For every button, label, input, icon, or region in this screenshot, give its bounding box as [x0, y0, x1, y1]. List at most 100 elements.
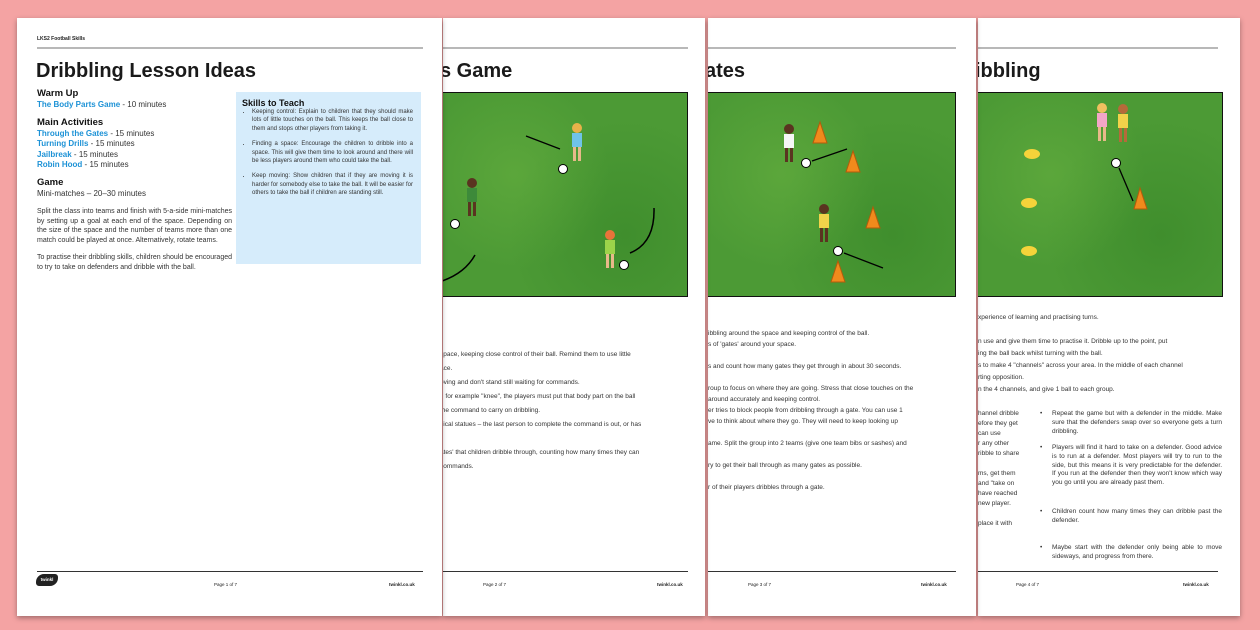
- instruction-line: can use: [978, 430, 1001, 437]
- activity-time: - 15 minutes: [108, 129, 155, 139]
- instruction-line: commands.: [443, 463, 474, 470]
- page-title: ates: [708, 60, 746, 82]
- footer-rule: [978, 571, 1218, 572]
- instruction-line: around accurately and keeping control.: [708, 396, 821, 403]
- worksheet-page-4: ibbling xperience of learning and practi…: [978, 18, 1240, 616]
- instruction-line: ribble to share: [978, 450, 1020, 457]
- main-activities-heading: Main Activities: [37, 116, 104, 128]
- instruction-line: the command to carry on dribbling.: [443, 407, 541, 414]
- marker-icon: [1021, 246, 1037, 256]
- ball-icon: [558, 164, 568, 174]
- instruction-line: ibbling around the space and keeping con…: [708, 330, 870, 337]
- instruction-line: er tries to block people from dribbling …: [708, 407, 903, 414]
- footer-page-number: Page 3 of 7: [748, 582, 772, 587]
- activity-link[interactable]: Through the Gates: [37, 129, 109, 139]
- instruction-line: ace.: [443, 365, 453, 372]
- warmup-item: The Body Parts Game - 10 minutes: [37, 100, 232, 110]
- worksheet-page-1: LKS2 Football Skills Dribbling Lesson Id…: [17, 18, 442, 616]
- instruction-line: s and count how many gates they get thro…: [708, 363, 902, 370]
- cone-icon: [812, 120, 828, 144]
- skills-heading: Skills to Teach: [242, 98, 305, 108]
- instruction-line: sical statues – the last person to compl…: [443, 421, 642, 428]
- header-rule: [978, 47, 1218, 49]
- instruction-line: s of 'gates' around your space.: [708, 341, 797, 348]
- player-icon: [572, 123, 582, 161]
- activity-item: Turning Drills - 15 minutes: [37, 139, 232, 149]
- skill-item: Keeping control: Explain to children tha…: [252, 108, 413, 133]
- instruction-line: n the 4 channels, and give 1 ball to eac…: [978, 386, 1115, 393]
- activity-time: - 15 minutes: [88, 139, 135, 149]
- instruction-line: n use and give them time to practise it.…: [978, 338, 1168, 345]
- warmup-time: - 10 minutes: [120, 100, 167, 110]
- pitch-illustration: [978, 92, 1223, 297]
- instruction-line: ry to get their ball through as many gat…: [708, 462, 862, 469]
- activity-time: - 15 minutes: [82, 160, 129, 170]
- player-icon: [819, 204, 829, 242]
- skill-item: Finding a space: Encourage the children …: [252, 140, 413, 165]
- arrow-icon: [443, 254, 476, 282]
- cone-icon: [865, 205, 881, 229]
- bullet-item: Players will find it hard to take on a d…: [1052, 444, 1222, 487]
- ball-icon: [801, 158, 811, 168]
- footer-url: twinkl.co.uk: [921, 582, 947, 587]
- instruction-line: s to make 4 "channels" across your area.…: [978, 362, 1183, 369]
- cone-icon: [830, 259, 846, 283]
- instruction-line: ame. Split the group into 2 teams (give …: [708, 440, 907, 447]
- instruction-line: oving and don't stand still waiting for …: [443, 379, 580, 386]
- footer-rule: [443, 571, 688, 572]
- bullet-dot: •: [1040, 444, 1043, 451]
- game-heading: Game: [37, 176, 64, 188]
- activity-item: Jailbreak - 15 minutes: [37, 150, 232, 160]
- arrow-icon: [525, 135, 561, 150]
- skill-item: Keep moving: Show children that if they …: [252, 172, 413, 197]
- activity-link[interactable]: Robin Hood: [37, 160, 83, 170]
- document-header: LKS2 Football Skills: [37, 36, 86, 42]
- arrow-icon: [629, 207, 655, 254]
- instruction-line: rting opposition.: [978, 374, 1024, 381]
- footer-page-number: Page 4 of 7: [1016, 582, 1040, 587]
- footer-page-number: Page 2 of 7: [483, 582, 507, 587]
- instruction-line: place it with: [978, 520, 1012, 527]
- header-rule: [708, 47, 956, 49]
- ball-icon: [833, 246, 843, 256]
- ball-icon: [450, 219, 460, 229]
- footer-url: twinkl.co.uk: [1183, 582, 1209, 587]
- page-title: ibbling: [978, 60, 1041, 82]
- marker-icon: [1021, 198, 1037, 208]
- bullet-dot: •: [1040, 410, 1043, 417]
- body-paragraph: Split the class into teams and finish wi…: [37, 208, 232, 244]
- instruction-line: xperience of learning and practising tur…: [978, 314, 1099, 321]
- activity-time: - 15 minutes: [71, 149, 118, 159]
- cone-icon: [845, 149, 861, 173]
- instruction-line: roup to focus on where they are going. S…: [708, 385, 914, 392]
- header-rule: [37, 47, 423, 49]
- skills-box: Skills to Teach Keeping control: Explain…: [236, 92, 421, 264]
- twinkl-logo: twinkl: [36, 574, 58, 586]
- activity-item: Robin Hood - 15 minutes: [37, 160, 232, 170]
- activity-link[interactable]: Jailbreak: [37, 149, 72, 159]
- skills-list: Keeping control: Explain to children tha…: [236, 108, 421, 205]
- footer-page-number: Page 1 of 7: [214, 582, 238, 587]
- footer-rule: [37, 571, 423, 572]
- player-icon: [1097, 103, 1107, 141]
- footer-url: twinkl.co.uk: [389, 582, 415, 587]
- ball-icon: [619, 260, 629, 270]
- warmup-link[interactable]: The Body Parts Game: [37, 100, 121, 110]
- warmup-heading: Warm Up: [37, 88, 79, 99]
- lesson-overview: Warm Up The Body Parts Game - 10 minutes…: [37, 88, 232, 272]
- bullet-item: Maybe start with the defender only being…: [1052, 544, 1222, 560]
- pitch-illustration: [443, 92, 688, 297]
- page-title: Dribbling Lesson Ideas: [36, 60, 257, 82]
- instruction-line: new player.: [978, 500, 1011, 507]
- ball-icon: [1111, 158, 1121, 168]
- bullet-dot: •: [1040, 544, 1043, 551]
- instruction-line: t, for example "knee", the players must …: [443, 393, 636, 400]
- footer-rule: [708, 571, 956, 572]
- instruction-line: hannel dribble: [978, 410, 1019, 417]
- game-text: Mini-matches – 20–30 minutes: [37, 188, 146, 198]
- instruction-line: ing the ball back whilst turning with th…: [978, 350, 1103, 357]
- player-icon: [784, 124, 794, 162]
- bullet-item: Children count how many times they can d…: [1052, 508, 1222, 524]
- marker-icon: [1024, 149, 1040, 159]
- activity-link[interactable]: Turning Drills: [37, 139, 89, 149]
